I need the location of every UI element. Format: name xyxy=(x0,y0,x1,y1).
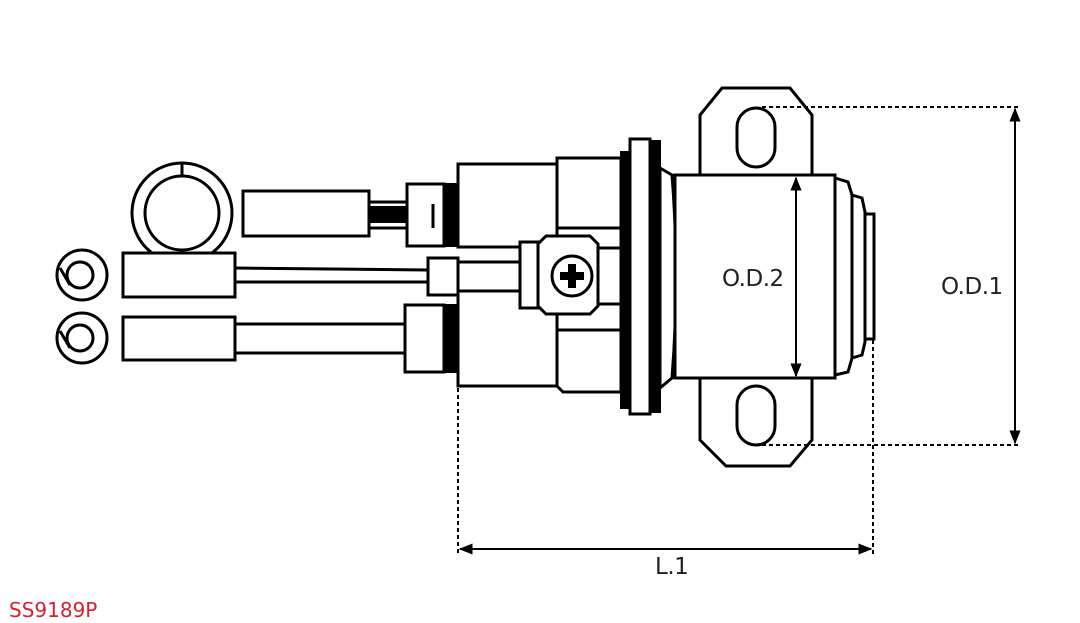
flange xyxy=(620,137,678,416)
solenoid-body xyxy=(673,173,876,380)
small-ring-terminal-lower xyxy=(55,303,459,374)
od2-label: O.D.2 xyxy=(722,266,784,292)
l1-label: L.1 xyxy=(655,554,689,580)
mounting-ear-bottom xyxy=(698,378,814,468)
od1-label: O.D.1 xyxy=(941,274,1003,300)
terminal-housing xyxy=(456,156,623,394)
mounting-ear-top xyxy=(698,86,814,175)
od1-dimension xyxy=(762,106,1021,446)
large-ring-terminal xyxy=(130,161,459,265)
l1-dimension xyxy=(457,340,874,555)
screw-icon xyxy=(550,254,594,298)
product-code: SS9189P xyxy=(9,598,98,622)
small-ring-terminal-upper xyxy=(55,248,522,302)
